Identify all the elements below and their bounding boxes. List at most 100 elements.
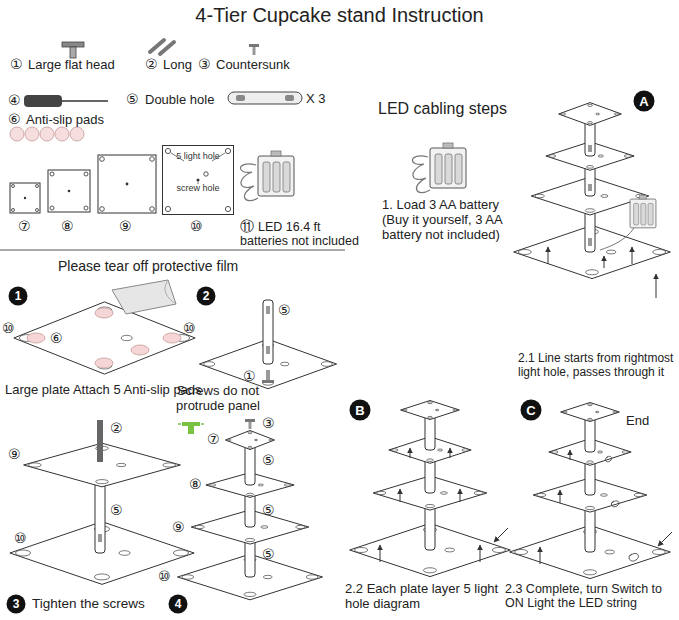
long-rod [160,42,174,54]
part-name: Anti-slip pads [26,113,104,128]
callout-number: ⑦ [207,431,220,447]
anti-slip-pad [131,345,149,355]
light-hole [100,157,105,162]
step-badge: 1 [8,286,28,306]
column-hole [266,346,270,354]
direction-arrow [604,256,605,268]
column [263,300,273,364]
flush-screw-icon [188,426,194,434]
screw-shaft [249,422,252,429]
badge-circle [7,595,26,614]
light-hole [50,172,54,176]
direction-arrow [480,545,481,562]
tier-plate [561,403,620,422]
anti-slip-pad [70,127,84,141]
diagram-title: 4-Tier Cupcake stand Instruction [0,3,679,27]
column-hole [236,95,245,101]
step-caption: 1. Load 3 AA battery (Buy it yourself, 3… [382,198,527,243]
column-hole [266,306,270,314]
protective-film [112,280,176,314]
part-note: LED 16.4 ft batteries not included [240,220,368,249]
light-hole [12,185,15,188]
screw-hole [197,179,200,182]
step-number: 4 [168,594,188,614]
callout-number: ⑩ [183,320,196,336]
badge-circle [350,400,371,421]
step-number: 1 [8,286,28,306]
screw-shaft [266,370,270,380]
light-hole [100,207,105,212]
screwdriver-shaft [62,100,108,102]
step-caption: 2.1 Line starts from rightmost light hol… [518,352,676,380]
column-hole [285,95,294,101]
plate-note: 5 light hole [163,151,233,162]
screw-hole [68,190,71,193]
direction-arrow [570,450,571,460]
direction-arrow [632,247,633,264]
step-badge: 4 [168,594,188,614]
callout-number: ② [145,56,158,72]
pointer-arrow [656,274,657,298]
anti-slip-pad [25,127,39,141]
plate-square [98,155,156,213]
badge-circle [169,595,188,614]
callout-number: ⑦ [18,218,31,234]
long-screw [97,420,103,462]
warning-note: Screws do not protrude panel [156,384,280,414]
direction-arrow [410,448,411,458]
pointer-arrow [494,528,508,542]
section-heading: LED cabling steps [378,100,507,118]
light-hole [165,148,170,153]
screw-hole [126,183,129,186]
light-hole [50,206,54,210]
step-badge: C [520,399,542,421]
tier-plate [401,401,460,420]
anti-slip-pad [55,127,69,141]
direction-arrow [540,547,541,564]
direction-arrow [560,490,561,503]
led-wire [240,164,258,201]
direction-arrow [460,489,461,502]
light-hole [225,148,230,153]
step-letter: B [349,399,371,421]
wire-loop [611,501,619,507]
callout-number: ① [243,368,256,384]
callout-number: ③ [198,56,211,72]
step-number: 3 [6,594,26,614]
part-name: Countersunk [216,58,290,73]
step-badge: B [349,399,371,421]
anti-slip-pad [40,127,54,141]
badge-circle [521,400,542,421]
led-wire [412,156,430,193]
screw-hole [24,197,26,199]
light-hole [150,207,155,212]
badge-circle [197,287,216,306]
step-caption: 2.3 Complete, turn Switch to ON Light th… [505,582,677,611]
wire-loop [629,553,638,561]
light-hole [150,157,155,162]
callout-number: ⑧ [189,476,202,492]
callout-number: ⑤ [262,452,275,468]
pointer-arrow [658,532,672,546]
plate-square [10,183,40,213]
screw-head [245,419,255,422]
step-caption: 2.2 Each plate layer 5 light hole diagra… [345,582,510,612]
light-hole [84,172,88,176]
screw-head [249,44,259,47]
film-curl [165,280,176,304]
tier-plate [226,431,275,450]
screw-shaft [70,47,76,58]
step-badge: 2 [196,286,216,306]
anti-slip-pad [27,333,45,343]
wire-loop [605,456,611,462]
anti-slip-pad [10,127,24,141]
callout-number: ⑩ [2,320,15,336]
column-hole [588,145,592,152]
large-plate [14,302,195,374]
callout-number: ⑩ [158,568,171,584]
plate-square [48,170,90,212]
light-hole [36,185,39,188]
step-badge: A [633,90,655,112]
